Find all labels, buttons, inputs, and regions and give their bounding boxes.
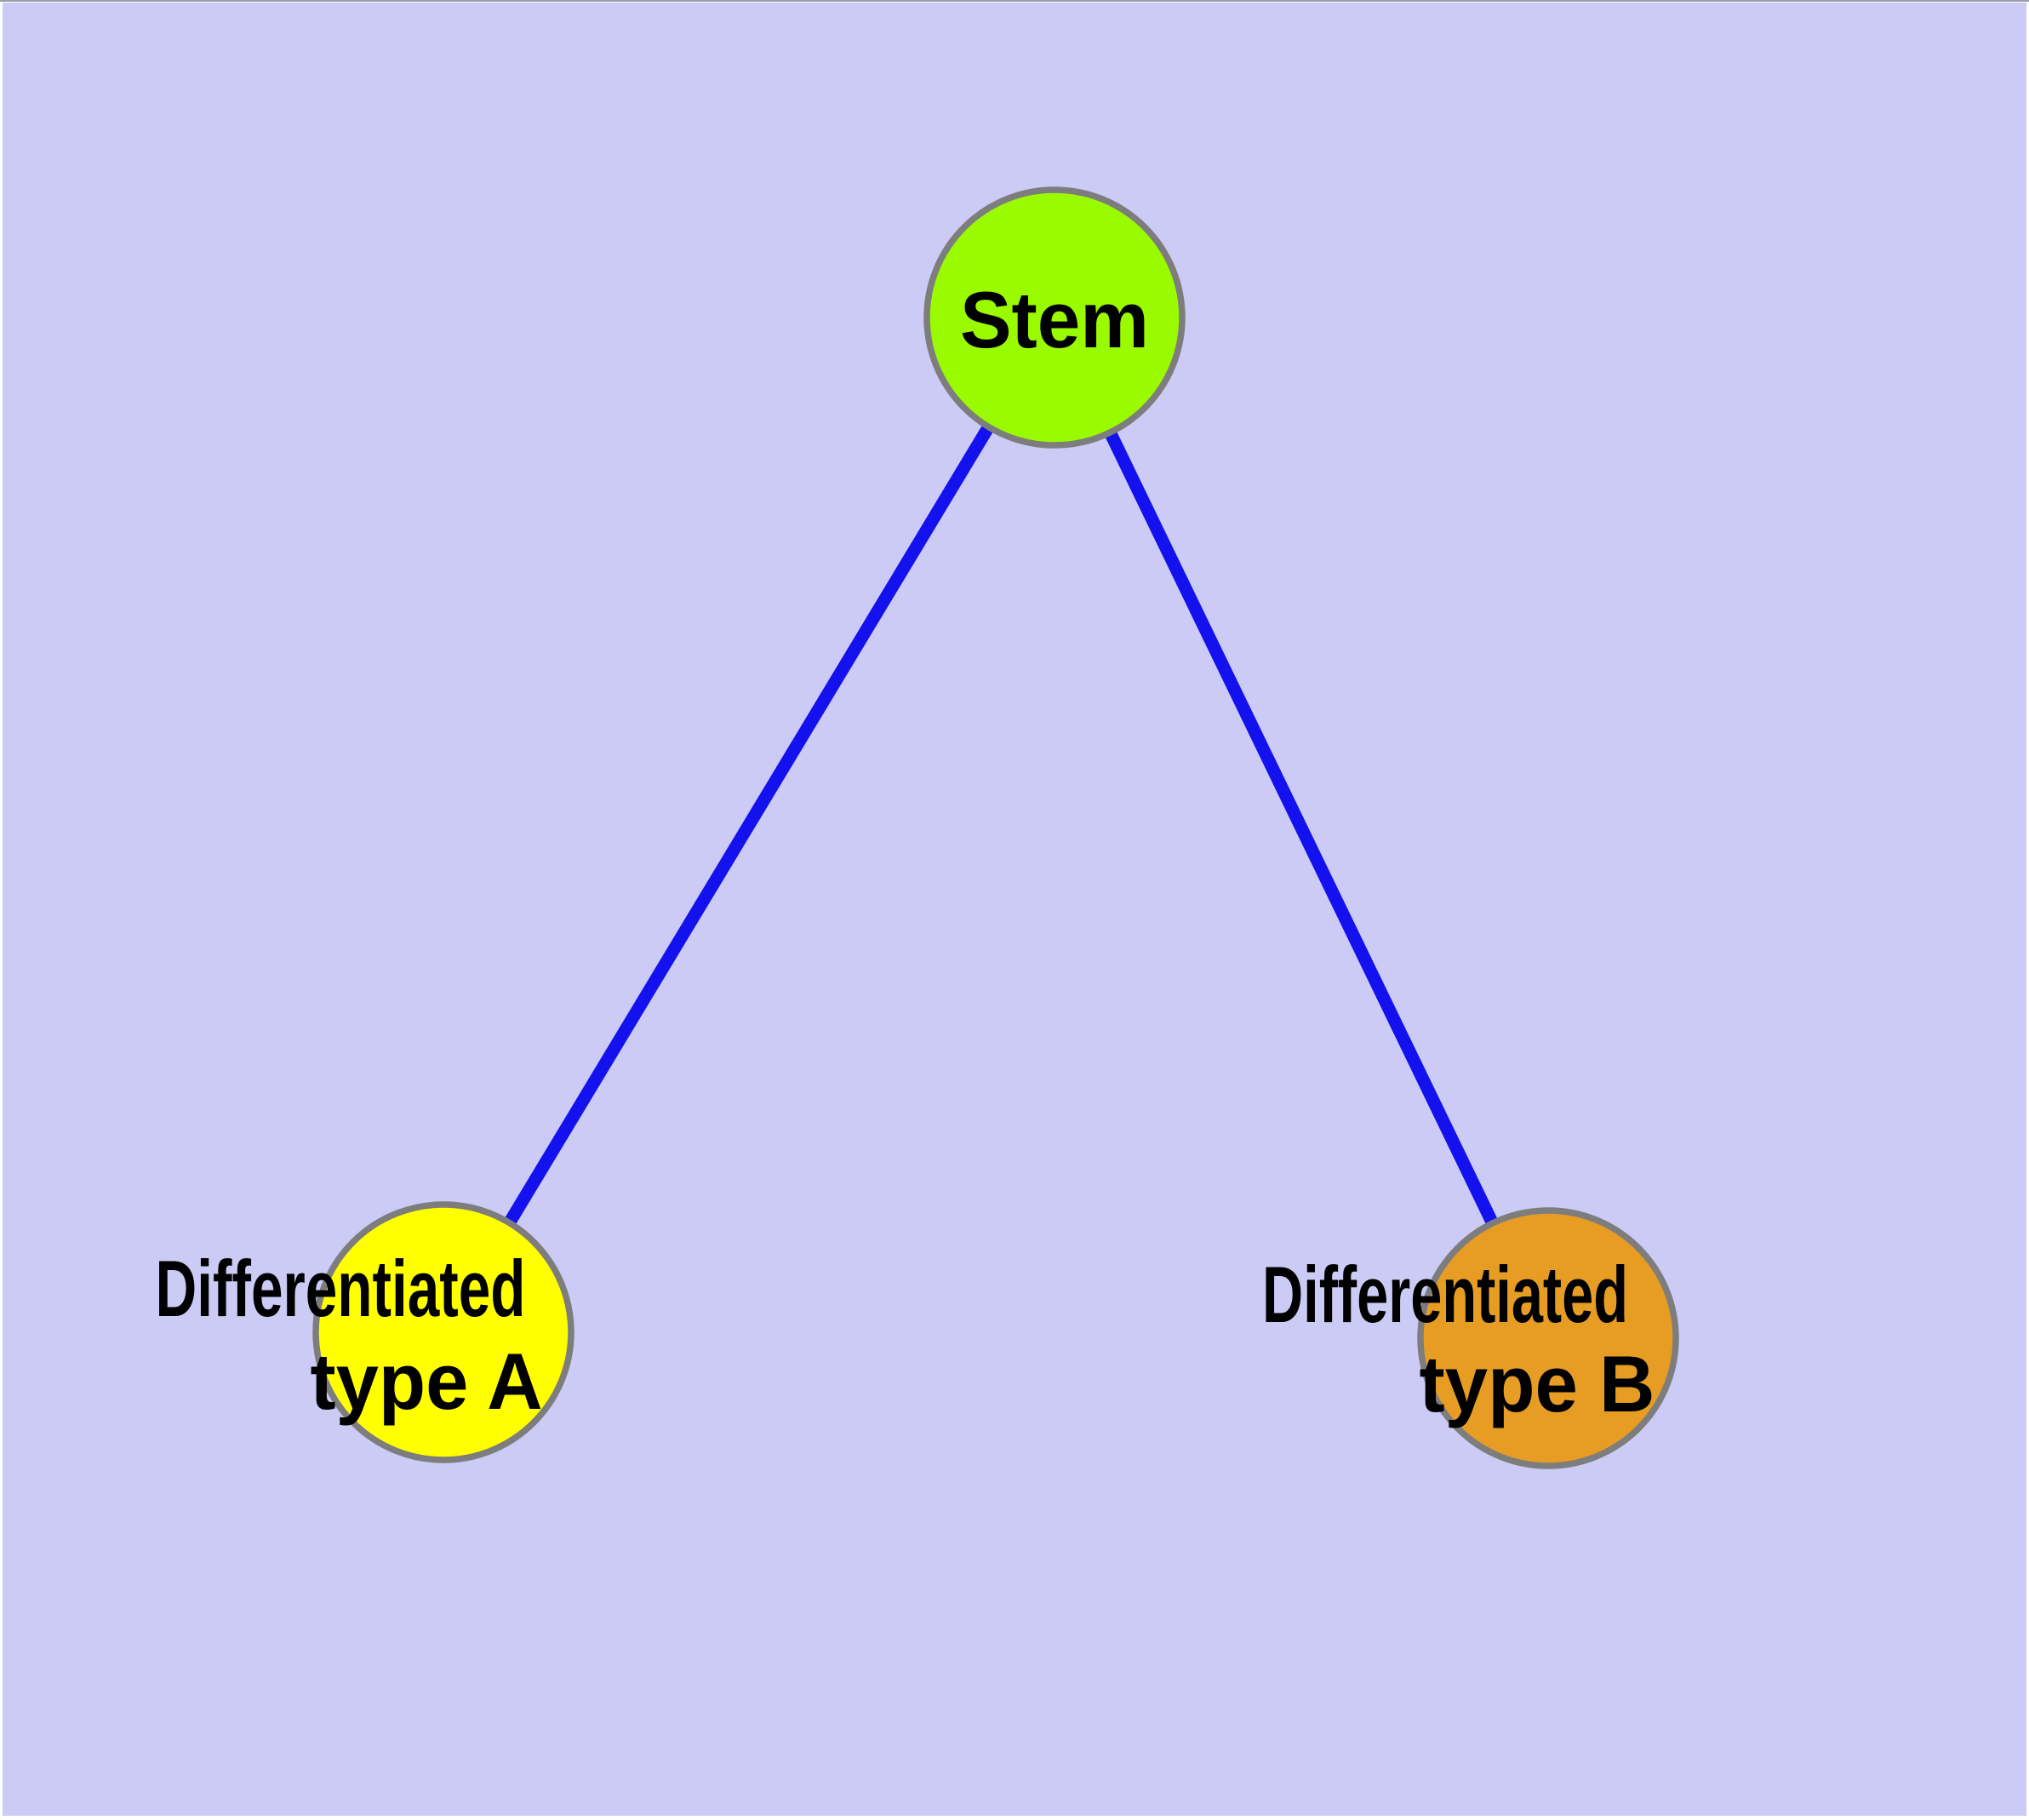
node-stem-label: Stem (960, 275, 1149, 364)
node-differentiated-type-b (1417, 1207, 1679, 1469)
node-labels: Stem Differentiated type A Differentiate… (156, 275, 1655, 1428)
node-type-b-label-line2: type B (1420, 1339, 1655, 1428)
node-type-a-label-line1: Differentiated (156, 1244, 526, 1333)
node-type-b-label-line1: Differentiated (1262, 1250, 1628, 1339)
edge-stem-to-type-b (1049, 314, 1554, 1342)
edges (437, 314, 1554, 1342)
node-stem (923, 186, 1186, 449)
nodes (312, 186, 1679, 1469)
edge-stem-to-type-a (437, 314, 1060, 1336)
node-type-a-label-line2: type A (311, 1336, 543, 1426)
node-differentiated-type-a (312, 1201, 574, 1463)
